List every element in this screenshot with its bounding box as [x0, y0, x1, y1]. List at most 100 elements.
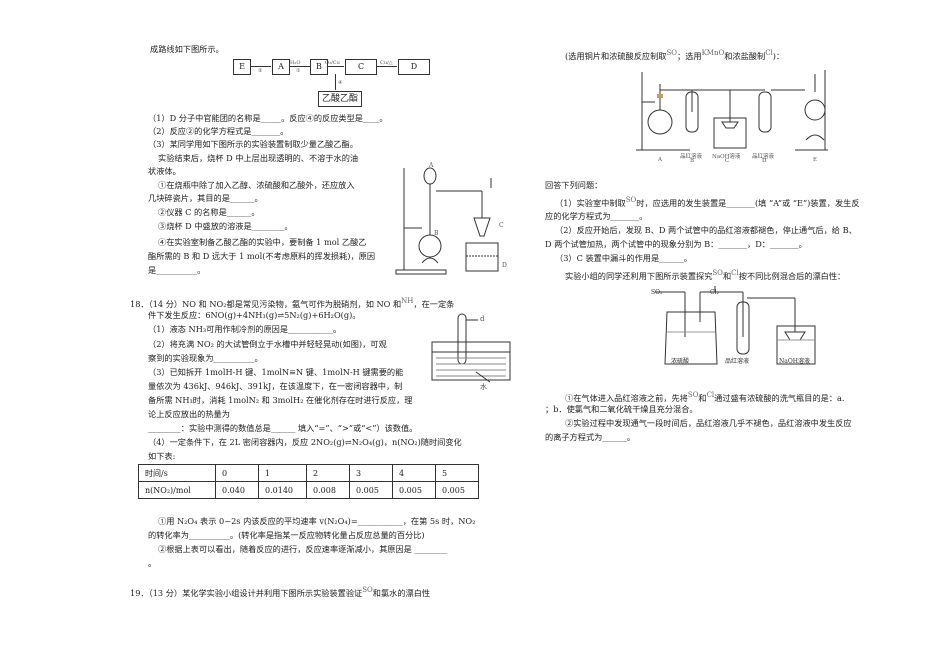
r1-text-c: 和浓盐酸制	[724, 51, 766, 61]
r1-text-d: )：	[772, 51, 785, 61]
so-formula: SO	[712, 269, 723, 277]
q17-3f3: 是__________。	[148, 265, 206, 275]
so-formula: SO	[687, 391, 699, 399]
app-label-d: 品红溶液	[752, 154, 775, 160]
r-line8: 实验小组的同学还利用下图所示装置探究SO和Cl按不同比例混合后的漂白性：	[565, 268, 845, 282]
ester-apparatus-figure	[395, 167, 499, 275]
r-line9: ①在气体进入品红溶液之前，先将SO和Cl通过盛有浓硫酸的洗气瓶目的是：a.	[565, 390, 844, 404]
cl-formula: Cl	[765, 49, 773, 57]
q18-line8: 备所需 NH₃时，消耗 1molN₂ 和 3molH₂ 在催化剂存在时进行反应，…	[148, 395, 413, 405]
r-line7: （3）C 装置中漏斗的作用是______。	[555, 253, 692, 263]
r-line2: 回答下列问题：	[545, 180, 603, 190]
q17-3c2: 几块碎瓷片，其目的是______。	[148, 193, 263, 203]
bleach-apparatus-figure	[655, 286, 816, 365]
table-header: 4	[392, 464, 436, 482]
r9-text-b: 和	[698, 393, 707, 403]
app-sub-b: B	[690, 158, 695, 164]
flow-arrow-down	[335, 74, 336, 90]
so-formula: SO	[625, 196, 637, 204]
r-line4: 应的化学方程式为_______。	[545, 211, 648, 221]
table-cell: 0.005	[392, 481, 436, 499]
no2-table: 时间/s 0 1 2 3 4 5 n(NO₂)/mol 0.040 0.0140…	[138, 464, 479, 499]
cl-formula: Cl	[706, 391, 715, 399]
table-header: 3	[349, 464, 393, 482]
q18-line7: 量依次为 436kJ、946kJ、391kJ，在该温度下，在一密闭容器中，制	[148, 381, 403, 391]
table-cell: 0.0140	[258, 481, 307, 499]
flow-arrow	[328, 66, 344, 67]
app-label-a: A	[658, 157, 662, 163]
flow-box-c: C	[345, 59, 377, 75]
r3-text-b: 时，应选用的发生装置是_______(填 “A”或 “E”)装置，发生反	[636, 198, 860, 208]
table-header: 0	[215, 464, 259, 482]
q17-3: （3）某同学用如下图所示的实验装置制取少量乙酸乙酯。	[148, 139, 358, 149]
so-formula: SO	[362, 586, 373, 594]
table-header: 时间/s	[138, 464, 216, 482]
table-header: 2	[306, 464, 350, 482]
table-cell: 0.040	[215, 481, 259, 499]
fig2-label-1: 浓硫酸	[671, 358, 690, 365]
q17-3f1: ④在实验室制备乙酸乙酯的实验中，要制备 1 mol 乙酸乙	[158, 237, 367, 247]
r9-text-c: 通过盛有浓硫酸的洗气瓶目的是：a.	[714, 393, 845, 403]
r9-text: ①在气体进入品红溶液之前，先将	[565, 393, 688, 403]
q17-3b: 状液体。	[148, 166, 181, 176]
so2-apparatus-figure	[636, 70, 828, 151]
q18-line13: ①用 N₂O₄ 表示 0~2s 内该反应的平均速率 v(N₂O₄)=______…	[158, 516, 476, 526]
water-label: 水	[480, 383, 487, 391]
water-trough-figure	[431, 313, 511, 383]
so-formula: SO	[666, 49, 677, 57]
table-cell: 0.008	[306, 481, 350, 499]
q18-line3: （1）液态 NH₃可用作制冷剂的原因是___________。	[148, 324, 342, 334]
table-row: 时间/s 0 1 2 3 4 5	[138, 464, 479, 482]
q18-line11: （4）一定条件下，在 2L 密闭容器内，反应 2NO₂(g)⇌N₂O₄(g)，n…	[148, 437, 462, 447]
flow-label: H₂O	[290, 60, 301, 66]
q17-3d: ②仪器 C 的名称是______。	[158, 207, 260, 217]
q18-line16: 。	[148, 558, 157, 568]
flow-arrow	[251, 66, 271, 67]
r-line6: D 两个试管加热，两个试管中的现象分别为 B：_______，D：_______…	[545, 239, 807, 249]
flow-label: ②	[258, 68, 263, 74]
table-cell: 0.005	[349, 481, 393, 499]
tube-label-d: d	[480, 315, 485, 323]
q18-line2: 件下发生反应：6NO(g)+4NH₃(g)⇌5N₂(g)+6H₂O(g)。	[148, 310, 361, 320]
flow-box-a: A	[272, 59, 290, 75]
q18-line1: 18．（14 分）NO 和 NO₂都是常见污染物，氨气可作为脱硝剂，如 NO 和…	[130, 296, 454, 310]
flow-label: O₂/Cu	[325, 60, 340, 66]
flow-arrow	[290, 66, 310, 67]
app-label-b: 品红溶液	[680, 154, 703, 160]
fig2-label-3: NaOH溶液	[779, 358, 810, 365]
r-line10: ；b．使氯气和二氧化硫干燥且充分混合。	[545, 404, 698, 414]
apparatus-label-a: A	[429, 162, 434, 169]
q18-line12: 如下表:	[148, 451, 176, 461]
r-line5: （2）反应开始后，发现 B、D 两个试管中的品红溶液都褪色，停止通气后，给 B、	[555, 225, 857, 235]
apparatus-label-b: B	[434, 230, 439, 237]
flow-arrow	[377, 66, 397, 67]
so2-label: SO₂	[651, 289, 663, 296]
flow-label: ④	[338, 80, 343, 86]
kmno-formula: KMnO	[701, 49, 725, 57]
table-header: 1	[258, 464, 307, 482]
r8-text-c: 按不同比例混合后的漂白性：	[738, 271, 846, 281]
q18-line6: （3）已知拆开 1molH-H 键、1molN≡N 键、1molN-H 键需要的…	[148, 367, 404, 377]
app-sub-c: C	[725, 158, 730, 164]
app-sub-d: D	[762, 158, 767, 164]
q17-2: （2）反应②的化学方程式是_______。	[148, 126, 289, 136]
q18-text: 18．（14 分）NO 和 NO₂都是常见污染物，氨气可作为脱硝剂，如 NO 和	[130, 299, 402, 309]
q18-line15: ②根据上表可以看出，随着反应的进行，反应速率逐渐减小，其原因是 ________	[158, 544, 448, 554]
r-line11: ②实验过程中发现通气一段时间后，品红溶液几乎不褪色，品红溶液中发生反应	[565, 418, 852, 428]
q17-3f2: 酯所需的 B 和 D 远大于 1 mol(不考虑原料的挥发损耗)，原因	[148, 251, 376, 261]
flow-box-e: E	[233, 59, 251, 75]
q17-1: （1）D 分子中官能团的名称是_____。反应④的反应类型是____。	[148, 113, 388, 123]
r-line3: （1）实验室中制取SO时，应选用的发生装置是_______(填 “A”或 “E”…	[555, 195, 860, 209]
q17-3c1: ①在烧瓶中除了加入乙醇、浓硫酸和乙酸外，还应放入	[158, 180, 355, 190]
nh-formula: NH	[401, 297, 414, 305]
q19-line: 19．（13 分）某化学实验小组设计并利用下图所示实验装置验证SO和氯水的漂白性	[130, 585, 430, 599]
flow-box-product: 乙酸乙酯	[318, 91, 362, 107]
table-header: 5	[435, 464, 479, 482]
app-label-e: E	[813, 157, 818, 163]
q19-text-b: 和氯水的漂白性	[372, 588, 431, 598]
q19-text: 19．（13 分）某化学实验小组设计并利用下图所示实验装置验证	[130, 588, 363, 598]
r1-text: (选用铜片和浓硫酸反应制取	[565, 51, 667, 61]
r8-text: 实验小组的同学还利用下图所示装置探究	[565, 271, 713, 281]
intro-text: 成路线如下图所示。	[150, 44, 224, 54]
q18-line10: ________：实验中测得的数值总是______ 填入“=”、“>”或“<”）…	[148, 423, 418, 433]
